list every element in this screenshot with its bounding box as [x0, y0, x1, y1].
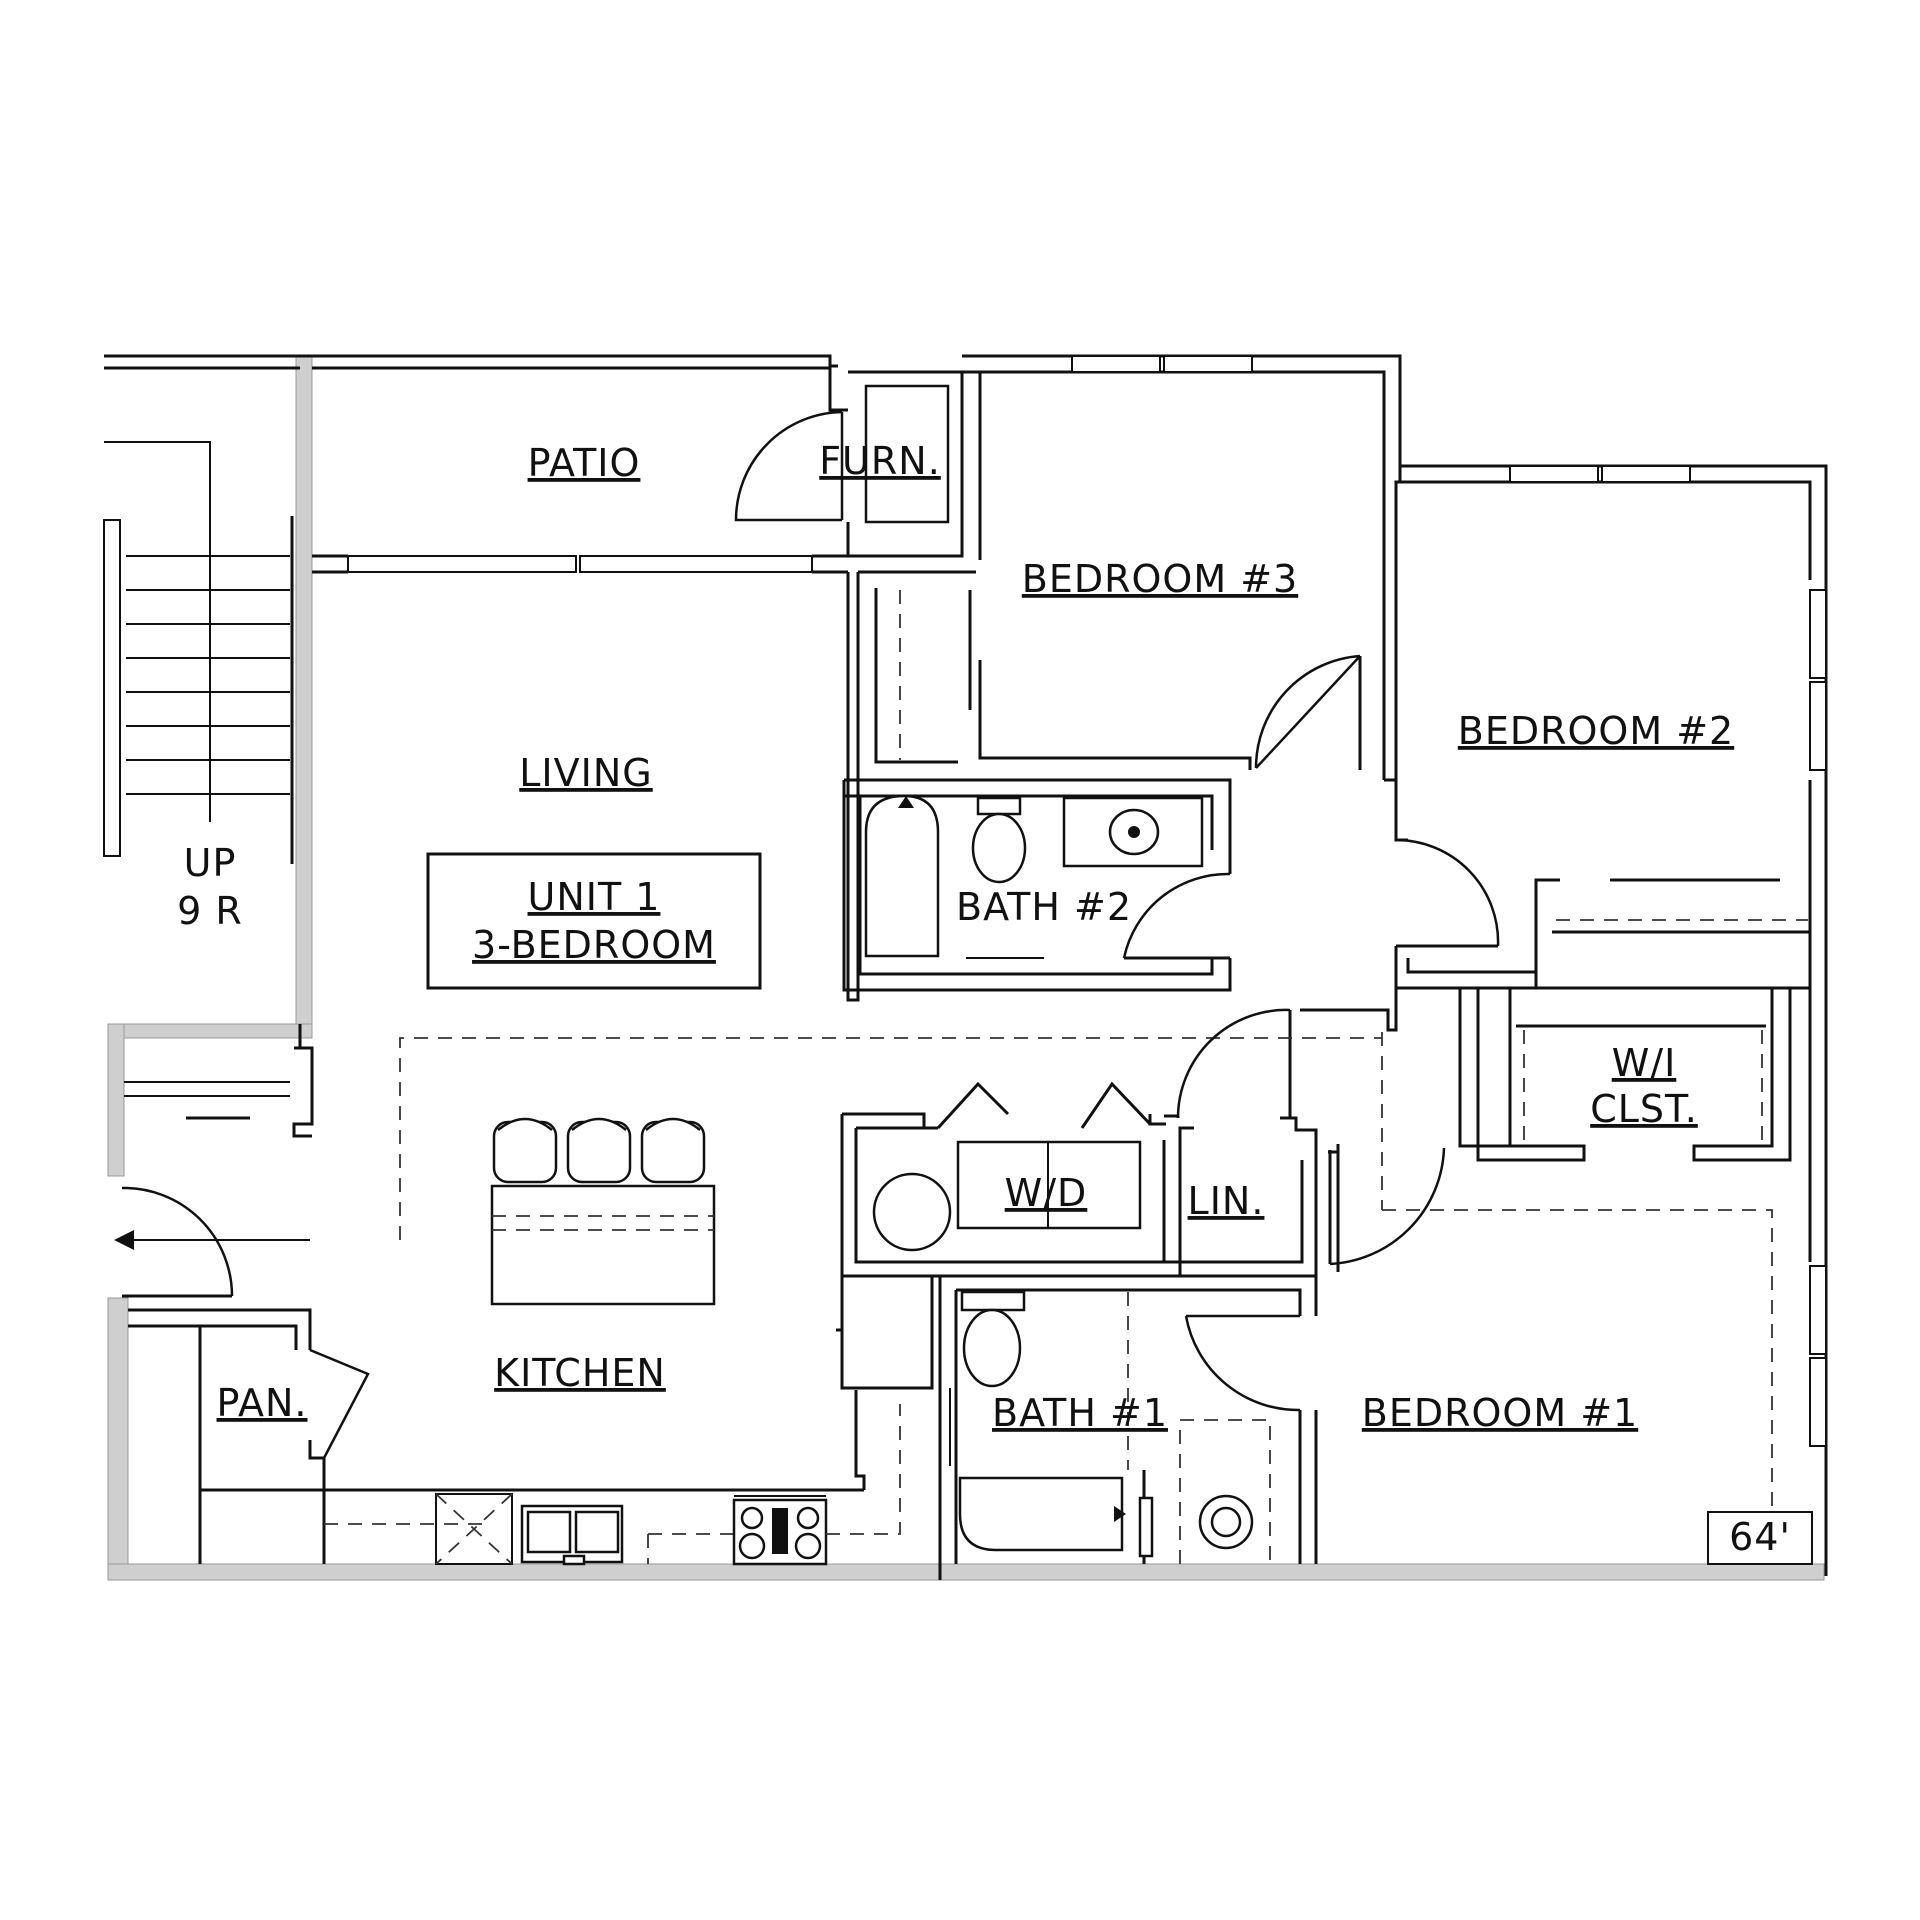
unit-type-label: 3-BEDROOM	[472, 923, 716, 967]
windows	[103, 355, 1827, 1447]
room-label-furnace: FURN.	[819, 439, 941, 483]
room-label-patio: PATIO	[528, 441, 641, 485]
room-label-wi-closet-line2: CLST.	[1590, 1087, 1698, 1131]
washer-icon	[872, 1172, 952, 1252]
room-label-washer-dryer: W/D	[1005, 1171, 1088, 1215]
dishwasher-icon	[435, 1493, 513, 1565]
room-label-bath-1: BATH #1	[992, 1391, 1168, 1435]
bathtub-icon	[958, 1476, 1124, 1552]
room-label-linen: LIN.	[1188, 1179, 1265, 1223]
room-label-bedroom-2: BEDROOM #2	[1458, 709, 1734, 753]
stove-icon	[732, 1495, 828, 1566]
stool-icon	[640, 1117, 706, 1184]
unit-label-box	[426, 852, 762, 990]
room-label-pantry: PAN.	[217, 1381, 308, 1425]
stairs-label-up: UP	[184, 841, 237, 885]
stool-icon	[566, 1117, 632, 1184]
doors	[121, 410, 1780, 1459]
room-label-bedroom-1: BEDROOM #1	[1362, 1391, 1638, 1435]
stairs-label-risers: 9 R	[177, 889, 243, 933]
interior-walls	[104, 354, 1828, 1580]
exterior-walls	[107, 355, 1825, 1581]
room-label-wi-closet-line1: W/I	[1612, 1041, 1677, 1085]
fixtures	[435, 384, 1254, 1566]
room-label-living: LIVING	[519, 751, 652, 795]
stairs	[104, 441, 294, 864]
entry-arrow-icon	[114, 1230, 310, 1250]
kitchen-island	[490, 1184, 716, 1306]
toilet-icon	[976, 796, 1022, 816]
room-label-bath-2: BATH #2	[956, 885, 1132, 929]
dimension-tag	[1707, 1511, 1813, 1565]
dimension-label: 64'	[1729, 1515, 1791, 1559]
room-label-kitchen: KITCHEN	[494, 1351, 666, 1395]
stool-icon	[492, 1117, 558, 1184]
bathtub-icon	[864, 794, 940, 958]
kitchen-sink-icon	[520, 1504, 624, 1566]
toilet-icon	[960, 1290, 1026, 1312]
unit-number-label: UNIT 1	[528, 875, 661, 919]
furnace-unit	[864, 384, 950, 524]
room-label-bedroom-3: BEDROOM #3	[1022, 557, 1298, 601]
